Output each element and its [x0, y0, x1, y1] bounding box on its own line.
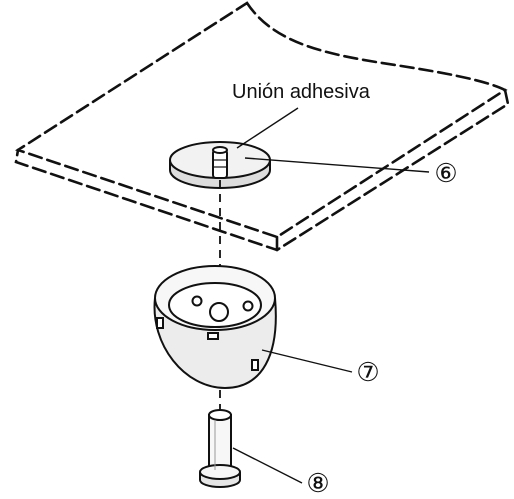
callout-8: ⑧: [306, 468, 329, 498]
leader-adhesive: [236, 107, 299, 149]
pin-sleeve: [199, 409, 241, 488]
adhesive-disc: [169, 141, 271, 189]
adhesive-joint-label: Unión adhesiva: [232, 81, 371, 103]
leader-7: [261, 349, 353, 373]
mounting-panel: [14, 1, 510, 252]
callout-7: ⑦: [356, 357, 379, 387]
callout-6: ⑥: [434, 158, 457, 188]
leader-8: [232, 447, 303, 484]
mounting-base: [153, 265, 277, 390]
leader-6: [244, 157, 430, 173]
leader-lines: [232, 107, 430, 484]
